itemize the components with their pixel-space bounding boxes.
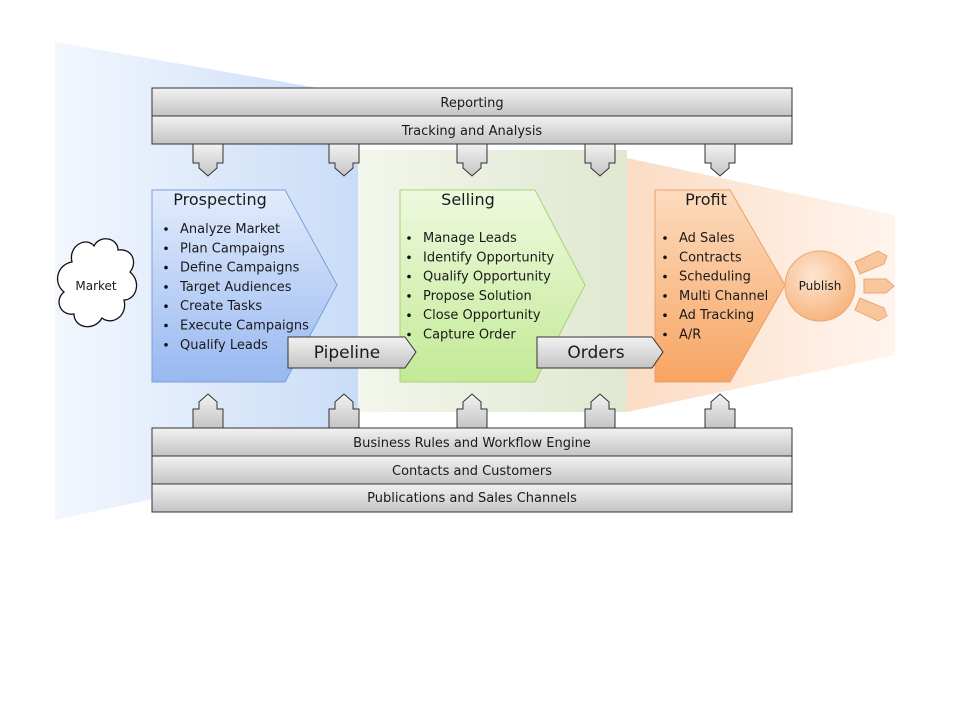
selling-item: Close Opportunity bbox=[423, 308, 541, 323]
bullet-icon bbox=[407, 274, 411, 279]
selling-item: Manage Leads bbox=[423, 231, 517, 246]
publish-ray-top bbox=[854, 250, 888, 275]
publish-ray-middle bbox=[863, 278, 895, 294]
up-arrow-icon bbox=[192, 393, 224, 429]
bullet-icon bbox=[164, 323, 168, 328]
market-label: Market bbox=[75, 279, 117, 293]
contacts-bar bbox=[151, 455, 793, 485]
contacts-label: Contacts and Customers bbox=[392, 464, 552, 479]
bullet-icon bbox=[407, 332, 411, 337]
tracking-bar bbox=[151, 115, 793, 145]
down-arrow-icon bbox=[704, 143, 736, 177]
bullet-icon bbox=[164, 304, 168, 309]
down-arrow-icon bbox=[456, 143, 488, 177]
profit-item: A/R bbox=[679, 328, 701, 343]
prospecting-item: Execute Campaigns bbox=[180, 319, 309, 334]
bullet-icon bbox=[663, 313, 667, 318]
selling-item: Qualify Opportunity bbox=[423, 270, 551, 285]
tracking-label: Tracking and Analysis bbox=[401, 124, 543, 139]
connector-arrows bbox=[192, 143, 736, 429]
reporting-bar bbox=[151, 87, 793, 117]
top-bars: Reporting Tracking and Analysis bbox=[151, 87, 793, 145]
bullet-icon bbox=[407, 313, 411, 318]
publish-circle bbox=[784, 250, 856, 322]
business-rules-label: Business Rules and Workflow Engine bbox=[353, 436, 591, 451]
prospecting-item: Analyze Market bbox=[180, 222, 280, 237]
bullet-icon bbox=[164, 246, 168, 251]
bullet-icon bbox=[663, 332, 667, 337]
pipeline-label: Pipeline bbox=[314, 343, 381, 363]
prospecting-item: Plan Campaigns bbox=[180, 241, 285, 256]
prospecting-item: Target Audiences bbox=[179, 280, 292, 295]
publish-label: Publish bbox=[799, 279, 842, 293]
prospecting-item: Define Campaigns bbox=[180, 261, 300, 276]
bullet-icon bbox=[164, 343, 168, 347]
bullet-icon bbox=[663, 294, 667, 298]
profit-title: Profit bbox=[685, 190, 727, 209]
down-arrow-icon bbox=[192, 143, 224, 177]
bullet-icon bbox=[663, 274, 667, 279]
down-arrow-icon bbox=[328, 143, 360, 177]
prospecting-title: Prospecting bbox=[173, 190, 267, 209]
business-rules-bar bbox=[151, 427, 793, 457]
profit-item: Contracts bbox=[679, 250, 742, 265]
prospecting-item: Qualify Leads bbox=[180, 338, 268, 353]
up-arrow-icon bbox=[328, 393, 360, 429]
pipeline-arrow bbox=[287, 336, 417, 369]
bullet-icon bbox=[407, 294, 411, 298]
publications-bar bbox=[151, 483, 793, 513]
bullet-icon bbox=[407, 255, 411, 260]
selling-title: Selling bbox=[441, 190, 495, 209]
down-arrow-icon bbox=[584, 143, 616, 177]
orders-arrow bbox=[536, 336, 664, 369]
up-arrow-icon bbox=[584, 393, 616, 429]
bullet-icon bbox=[164, 265, 168, 270]
bullet-icon bbox=[164, 227, 168, 231]
profit-item: Scheduling bbox=[679, 270, 751, 285]
reporting-label: Reporting bbox=[440, 96, 503, 111]
bullet-icon bbox=[663, 255, 667, 260]
up-arrow-icon bbox=[704, 393, 736, 429]
profit-item: Ad Tracking bbox=[679, 308, 754, 323]
market-cloud-icon bbox=[56, 238, 138, 328]
prospecting-item: Create Tasks bbox=[180, 299, 262, 314]
profit-item: Multi Channel bbox=[679, 289, 768, 304]
bullet-icon bbox=[663, 236, 667, 240]
bottom-bars: Business Rules and Workflow Engine Conta… bbox=[151, 427, 793, 513]
selling-item: Identify Opportunity bbox=[423, 250, 555, 265]
publish-ray-bottom bbox=[854, 297, 888, 322]
prospecting-box bbox=[151, 189, 338, 383]
profit-item: Ad Sales bbox=[679, 231, 735, 246]
bullet-icon bbox=[407, 236, 411, 240]
bullet-icon bbox=[164, 285, 168, 289]
publications-label: Publications and Sales Channels bbox=[367, 491, 577, 506]
selling-item: Propose Solution bbox=[423, 289, 532, 304]
orders-label: Orders bbox=[567, 343, 624, 363]
up-arrow-icon bbox=[456, 393, 488, 429]
selling-item: Capture Order bbox=[423, 328, 516, 343]
